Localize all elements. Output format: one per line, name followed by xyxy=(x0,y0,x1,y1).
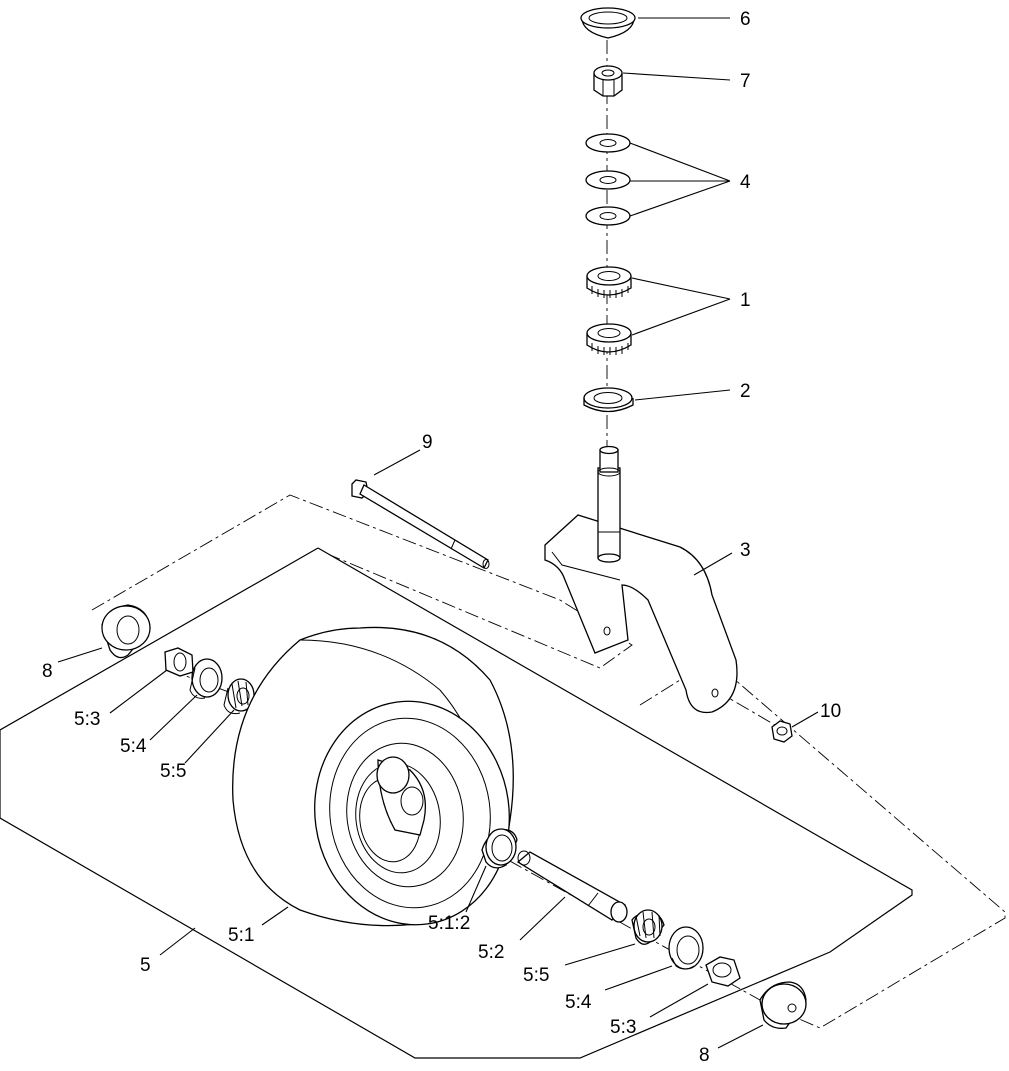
dust-cap-part xyxy=(580,7,636,39)
callout-5-3-left: 5:3 xyxy=(74,709,100,730)
tapered-bearing-right-part xyxy=(631,909,665,945)
fork-spindle-part xyxy=(597,445,621,563)
callout-10: 10 xyxy=(820,701,841,722)
callout-5-5-right: 5:5 xyxy=(523,965,549,986)
callout-labels: 6 7 4 1 2 9 3 10 8 5:3 5:4 5:5 5:1 5:1:2… xyxy=(42,9,841,1066)
callout-5: 5 xyxy=(140,955,151,976)
washers-part xyxy=(585,133,631,226)
callout-5-4-left: 5:4 xyxy=(120,736,147,757)
callout-5-4-right: 5:4 xyxy=(565,992,592,1013)
callout-2: 2 xyxy=(740,381,751,402)
wheel-assembly-frame xyxy=(0,547,913,1059)
callout-5-3-right: 5:3 xyxy=(610,1017,636,1038)
callout-3: 3 xyxy=(740,540,751,561)
wheel-tire-part xyxy=(232,626,514,927)
leader-lines xyxy=(57,17,819,1049)
wheel-bearing-cup-part xyxy=(481,828,518,869)
tapered-bearing-left-part xyxy=(223,678,255,715)
axle-nut-part xyxy=(771,720,793,743)
caster-fork-part xyxy=(544,514,738,714)
tapered-bearings-part xyxy=(586,266,632,355)
lock-nut-part xyxy=(593,65,623,97)
callout-5-2: 5:2 xyxy=(478,942,504,963)
spacer-left-part xyxy=(101,604,151,659)
callout-8-left: 8 xyxy=(42,661,53,682)
bearing-cup-part xyxy=(583,387,634,413)
bearing-seal-right-part xyxy=(668,926,704,970)
callout-1: 1 xyxy=(740,290,751,311)
callout-5-1: 5:1 xyxy=(228,925,254,946)
callout-9: 9 xyxy=(422,432,433,453)
callout-8-right: 8 xyxy=(699,1045,710,1066)
axle-tube-part xyxy=(516,850,628,923)
callout-6: 6 xyxy=(740,9,751,30)
spacer-right-part xyxy=(759,981,807,1029)
spacer-bushing-right-part xyxy=(705,956,741,987)
callout-7: 7 xyxy=(740,71,751,92)
callout-5-5-left: 5:5 xyxy=(160,761,186,782)
spacer-bushing-left-part xyxy=(164,647,194,677)
axle-bolt-part xyxy=(351,479,490,569)
callout-5-1-2: 5:1:2 xyxy=(428,913,470,934)
callout-4: 4 xyxy=(740,172,751,193)
bearing-seal-left-part xyxy=(189,658,223,699)
